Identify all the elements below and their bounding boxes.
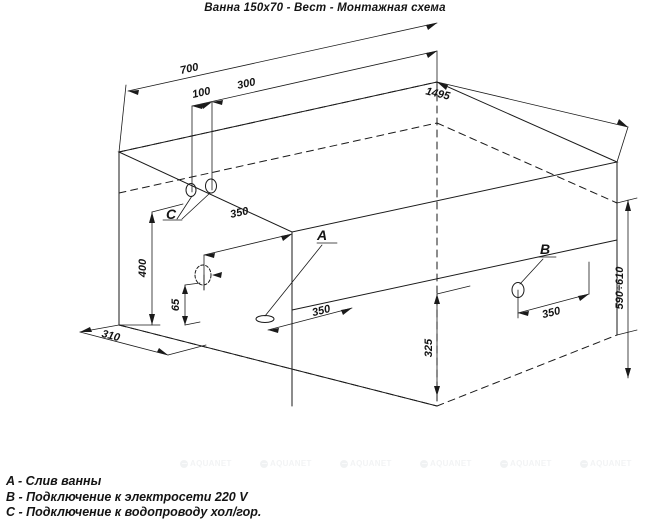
dim-label-590-610: 590÷610 bbox=[614, 266, 626, 310]
dimension-drain-offset bbox=[267, 307, 353, 333]
dim-label-350-drain: 350 bbox=[311, 303, 333, 319]
legend-item-a: A - Слив ванны bbox=[6, 474, 102, 488]
drain-point bbox=[255, 315, 275, 323]
dimension-total-height bbox=[616, 197, 638, 379]
dimension-top-width bbox=[118, 22, 438, 153]
water-supply-points bbox=[185, 178, 217, 197]
dim-label-400: 400 bbox=[137, 258, 149, 278]
dimension-sub-widths bbox=[191, 50, 438, 193]
leader-lines bbox=[162, 192, 557, 317]
dimension-lower-offset bbox=[182, 282, 201, 326]
dimension-left-height bbox=[118, 203, 184, 326]
dimension-right-height bbox=[434, 285, 471, 397]
callout-label-c: C bbox=[166, 206, 177, 222]
dim-label-1495: 1495 bbox=[424, 85, 451, 102]
legend-item-c: C - Подключение к водопроводу хол/гор. bbox=[6, 505, 262, 519]
callout-label-b: B bbox=[540, 241, 550, 257]
dim-label-65: 65 bbox=[170, 298, 182, 311]
dim-label-300: 300 bbox=[236, 76, 257, 92]
legend-item-b: B - Подключение к электросети 220 V bbox=[6, 489, 248, 504]
dim-label-350-right: 350 bbox=[541, 305, 563, 321]
dimension-length bbox=[436, 81, 629, 163]
dim-label-350-upper: 350 bbox=[229, 205, 250, 221]
dimension-c-offset bbox=[203, 233, 293, 291]
legend: A - Слив ванны B - Подключение к электро… bbox=[6, 474, 261, 521]
dim-label-700: 700 bbox=[179, 61, 200, 77]
dim-label-325: 325 bbox=[423, 338, 435, 357]
dimension-front-depth bbox=[79, 324, 207, 356]
dim-label-100: 100 bbox=[191, 85, 212, 101]
dimension-b-offset bbox=[517, 261, 590, 319]
dim-label-310: 310 bbox=[100, 328, 122, 344]
callout-label-a: A bbox=[316, 227, 327, 243]
electrical-point bbox=[511, 282, 525, 298]
water-riser-point bbox=[194, 264, 212, 286]
page-title: Ванна 150x70 - Вест - Монтажная схема bbox=[204, 2, 446, 14]
